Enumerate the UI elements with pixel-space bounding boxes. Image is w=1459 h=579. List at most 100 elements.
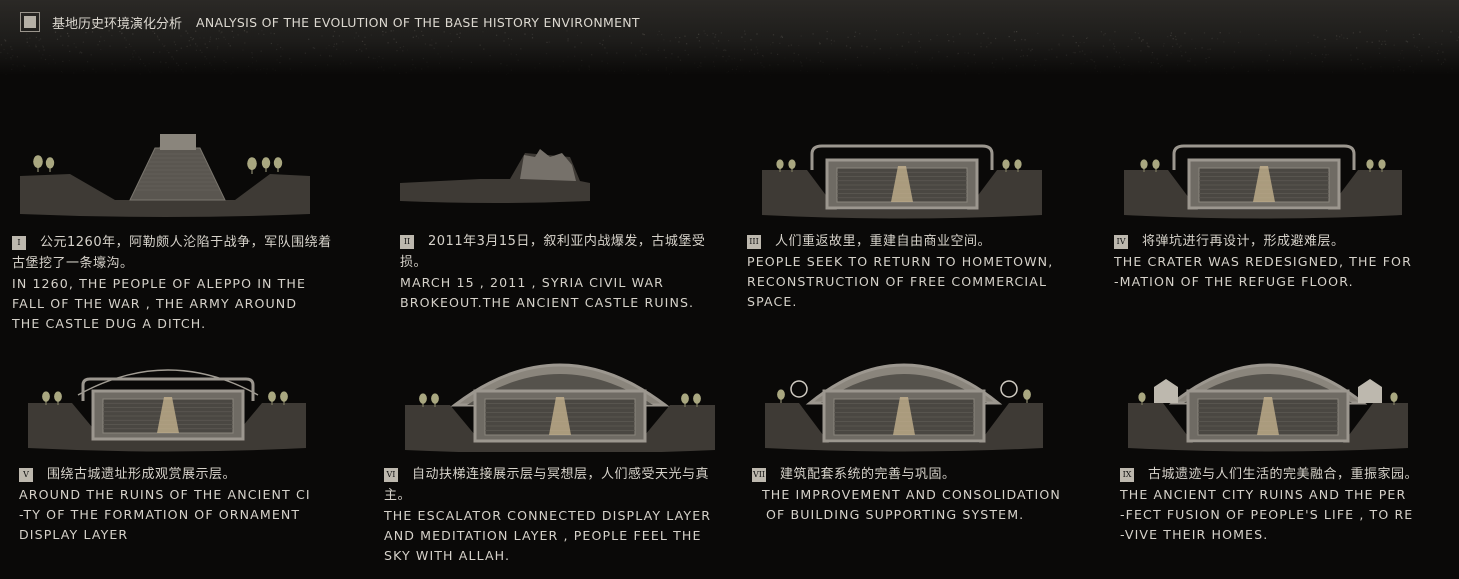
tree-icon [1140, 159, 1148, 172]
stage-illustration [765, 363, 1043, 452]
tree-icon [45, 157, 55, 172]
tree-icon [1138, 392, 1146, 405]
tree-icon [273, 157, 283, 172]
header-texture [0, 30, 1459, 76]
ground [1128, 403, 1408, 452]
stage-illustration [28, 369, 306, 452]
caption-cn: 围绕古城遗址形成观赏展示层。 [47, 467, 237, 482]
light-beam [1253, 166, 1275, 202]
round-pavilion [790, 380, 808, 398]
caption-en-line: -VIVE THEIR HOMES. [1120, 527, 1269, 542]
tree-icon [247, 157, 257, 174]
numeral-badge: VI [384, 467, 398, 482]
round-pavilion [1000, 380, 1018, 398]
numeral-badge: III [747, 234, 761, 249]
numeral-badge: IX [1120, 467, 1134, 482]
page-title-cn: 基地历史环境演化分析 [52, 16, 183, 32]
light-beam [891, 166, 913, 202]
stage-caption: VII 建筑配套系统的完善与巩固。 THE IMPROVEMENT AND CON… [752, 464, 1061, 525]
numeral-badge: VII [752, 467, 766, 482]
stage-caption: IX 古城遗迹与人们生活的完美融合，重振家园。 THE ANCIENT CITY … [1120, 464, 1430, 545]
tree-icon [1378, 159, 1386, 172]
stage-illustration [762, 144, 1042, 219]
stage-illustration [400, 149, 590, 203]
caption-cn: 建筑配套系统的完善与巩固。 [780, 467, 956, 482]
tree-icon [268, 391, 276, 405]
caption-cn: 人们重返故里，重建自由商业空间。 [775, 234, 992, 249]
tree-icon [1023, 389, 1031, 403]
caption-en-line: THE CRATER WAS REDESIGNED, THE FOR [1114, 254, 1412, 269]
caption-en-line: RECONSTRUCTION OF FREE COMMERCIAL [747, 274, 1048, 289]
header: 基地历史环境演化分析 ANALYSIS OF THE EVOLUTION OF … [20, 11, 640, 33]
caption-en-line: AND MEDITATION LAYER , PEOPLE FEEL THE [384, 528, 702, 543]
light-beam [157, 397, 179, 433]
caption-en-line: SKY WITH ALLAH. [384, 548, 511, 563]
tree-icon [280, 391, 288, 405]
enclosure [810, 144, 994, 170]
page-title-en: ANALYSIS OF THE EVOLUTION OF THE BASE HI… [196, 14, 640, 30]
caption-en-line: DISPLAY LAYER [19, 527, 129, 542]
tree-icon [693, 393, 701, 407]
tree-icon [788, 159, 796, 172]
numeral-badge: I [12, 235, 26, 250]
stage-illustration [1128, 363, 1408, 452]
stage-illustration [1124, 144, 1402, 219]
stage-illustration [405, 363, 715, 452]
castle [160, 134, 196, 150]
caption-en-line: -MATION OF THE REFUGE FLOOR. [1114, 274, 1354, 289]
caption-en-line: PEOPLE SEEK TO RETURN TO HOMETOWN, [747, 254, 1054, 269]
tree-icon [33, 155, 43, 172]
caption-en-line: MARCH 15 , 2011 , SYRIA CIVIL WAR [400, 275, 665, 290]
light-beam [893, 397, 915, 435]
light-beam [1257, 397, 1279, 435]
enclosure [1172, 144, 1356, 170]
ground [765, 403, 1043, 452]
caption-en-line: BROKEOUT.THE ANCIENT CASTLE RUINS. [400, 295, 695, 310]
stage-illustration [20, 134, 310, 217]
numeral-badge: II [400, 234, 414, 249]
tree-icon [431, 393, 439, 407]
caption-cn: 公元1260年，阿勒颇人沦陷于战争，军队围绕着古堡挖了一条壕沟。 [12, 235, 332, 271]
enclosure [81, 377, 255, 401]
caption-cn: 将弹坑进行再设计，形成避难层。 [1142, 234, 1345, 249]
caption-en-line: THE ESCALATOR CONNECTED DISPLAY LAYER [384, 508, 712, 523]
stage-caption: III 人们重返故里，重建自由商业空间。 PEOPLE SEEK TO RETUR… [747, 231, 1053, 312]
caption-en-line: -TY OF THE FORMATION OF ORNAMENT [19, 507, 301, 522]
tree-icon [776, 159, 784, 172]
dome-frame [77, 369, 259, 396]
stage-caption: V 围绕古城遗址形成观赏展示层。 AROUND THE RUINS OF THE … [19, 464, 311, 545]
logo-icon [20, 12, 40, 32]
ground [405, 405, 715, 452]
light-beam [549, 397, 571, 435]
tree-icon [261, 157, 271, 172]
caption-en-line: THE IMPROVEMENT AND CONSOLIDATION [762, 487, 1061, 502]
castle-ruins [520, 149, 576, 181]
caption-cn: 古城遗迹与人们生活的完美融合，重振家园。 [1148, 467, 1419, 482]
caption-cn: 自动扶梯连接展示层与冥想层，人们感受天光与真主。 [384, 467, 710, 503]
tree-icon [1366, 159, 1374, 172]
tree-icon [419, 393, 427, 407]
tree-icon [1152, 159, 1160, 172]
header-band [0, 0, 1459, 75]
tree-icon [1014, 159, 1022, 172]
tree-icon [1002, 159, 1010, 172]
numeral-badge: V [19, 467, 33, 482]
caption-en-line: AROUND THE RUINS OF THE ANCIENT CI [19, 487, 311, 502]
caption-en-line: SPACE. [747, 294, 798, 309]
caption-en-line: THE ANCIENT CITY RUINS AND THE PER [1120, 487, 1407, 502]
stage-caption: IV 将弹坑进行再设计，形成避难层。 THE CRATER WAS REDESIG… [1114, 231, 1412, 292]
caption-en-line: THE CASTLE DUG A DITCH. [12, 316, 207, 331]
tree-icon [54, 391, 62, 405]
tree-icon [1390, 392, 1398, 405]
tree-icon [777, 389, 785, 403]
tree-icon [42, 391, 50, 405]
caption-en-line: FALL OF THE WAR , THE ARMY AROUND [12, 296, 298, 311]
numeral-badge: IV [1114, 234, 1128, 249]
caption-en-line: IN 1260, THE PEOPLE OF ALEPPO IN THE [12, 276, 307, 291]
caption-en-line: -FECT FUSION OF PEOPLE'S LIFE , TO RE [1120, 507, 1414, 522]
tree-icon [681, 393, 689, 407]
caption-cn: 2011年3月15日，叙利亚内战爆发，古城堡受损。 [400, 234, 706, 270]
